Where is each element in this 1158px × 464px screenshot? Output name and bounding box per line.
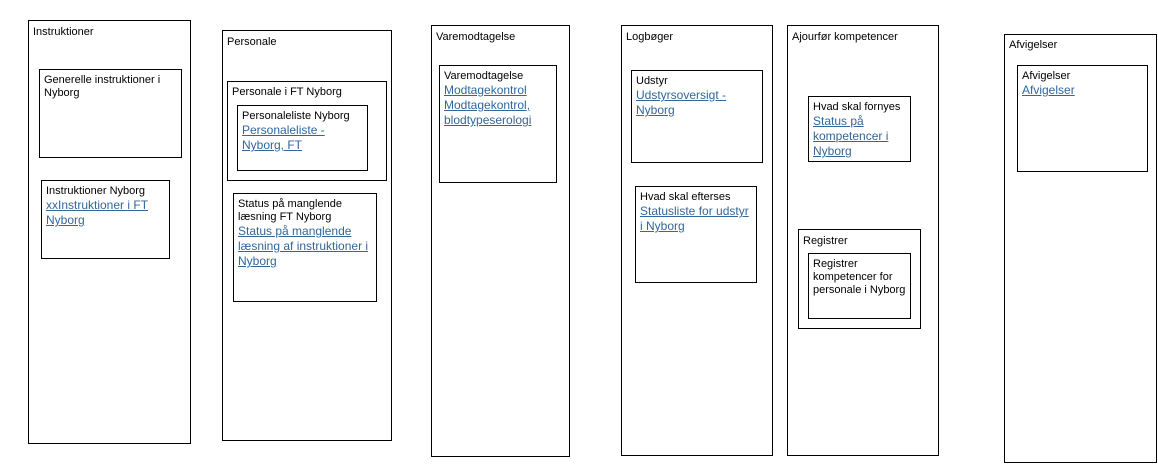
personaleliste-link[interactable]: Personaleliste - Nyborg, FT (242, 123, 325, 152)
status-manglende-laesning-link[interactable]: Status på manglende læsning af instrukti… (238, 224, 369, 268)
generelle-instruktioner-title: Generelle instruktioner i Nyborg (44, 74, 161, 99)
modtagekontrol-link[interactable]: Modtagekontrol (444, 83, 527, 97)
personale-panel: Personale Personale i FT Nyborg Personal… (222, 30, 392, 441)
registrer-title: Registrer (803, 235, 848, 247)
registrer-box: Registrer Registrer kompetencer for pers… (798, 229, 921, 329)
varemodtagelse-inner-box: Varemodtagelse Modtagekontrol Modtagekon… (439, 65, 557, 183)
personaleliste-nyborg-box: Personaleliste Nyborg Personaleliste - N… (237, 105, 368, 171)
afvigelser-inner-box: Afvigelser Afvigelser (1017, 65, 1148, 172)
registrer-kompetencer-box: Registrer kompetencer for personale i Ny… (808, 253, 911, 319)
personale-ft-nyborg-title: Personale i FT Nyborg (232, 86, 342, 98)
afvigelser-link[interactable]: Afvigelser (1022, 83, 1075, 97)
statusliste-udstyr-link[interactable]: Statusliste for udstyr i Nyborg (640, 204, 749, 233)
instruktioner-panel: Instruktioner Generelle instruktioner i … (28, 20, 191, 444)
instruktioner-nyborg-box: Instruktioner Nyborg xxInstruktioner i F… (41, 180, 170, 259)
generelle-instruktioner-box: Generelle instruktioner i Nyborg (39, 69, 182, 158)
afvigelser-title: Afvigelser (1009, 39, 1058, 51)
udstyr-title: Udstyr (636, 75, 668, 87)
varemodtagelse-inner-title: Varemodtagelse (444, 70, 524, 82)
afvigelser-panel: Afvigelser Afvigelser Afvigelser (1004, 34, 1157, 463)
hvad-skal-efterses-box: Hvad skal efterses Statusliste for udsty… (635, 186, 757, 283)
varemodtagelse-panel: Varemodtagelse Varemodtagelse Modtagekon… (431, 25, 570, 457)
modtagekontrol-blodtypeserologi-link[interactable]: Modtagekontrol, blodtypeserologi (444, 98, 532, 127)
instruktioner-nyborg-title: Instruktioner Nyborg (46, 185, 146, 197)
personale-ft-nyborg-box: Personale i FT Nyborg Personaleliste Nyb… (227, 81, 387, 181)
logboger-panel: Logbøger Udstyr Udstyrsoversigt - Nyborg… (621, 25, 773, 456)
registrer-kompetencer-title: Registrer kompetencer for personale i Ny… (813, 258, 906, 296)
hvad-skal-efterses-title: Hvad skal efterses (640, 191, 731, 203)
hvad-skal-fornyes-title: Hvad skal fornyes (813, 101, 901, 113)
logboger-title: Logbøger (626, 31, 674, 43)
hvad-skal-fornyes-box: Hvad skal fornyes Status på kompetencer … (808, 96, 911, 162)
personale-title: Personale (227, 36, 277, 48)
status-manglende-laesning-box: Status på manglende læsning FT Nyborg St… (233, 193, 377, 302)
instruktioner-title: Instruktioner (33, 26, 94, 38)
status-manglende-laesning-title: Status på manglende læsning FT Nyborg (238, 198, 342, 223)
ajourfor-kompetencer-panel: Ajourfør kompetencer Hvad skal fornyes S… (787, 25, 939, 456)
udstyr-box: Udstyr Udstyrsoversigt - Nyborg (631, 70, 763, 163)
afvigelser-inner-title: Afvigelser (1022, 70, 1071, 82)
instruktioner-nyborg-link[interactable]: xxInstruktioner i FT Nyborg (46, 198, 149, 227)
udstyrsoversigt-link[interactable]: Udstyrsoversigt - Nyborg (636, 88, 727, 117)
personaleliste-nyborg-title: Personaleliste Nyborg (242, 110, 350, 122)
varemodtagelse-title: Varemodtagelse (436, 31, 516, 43)
ajourfor-kompetencer-title: Ajourfør kompetencer (792, 31, 898, 43)
status-kompetencer-link[interactable]: Status på kompetencer i Nyborg (813, 114, 889, 158)
